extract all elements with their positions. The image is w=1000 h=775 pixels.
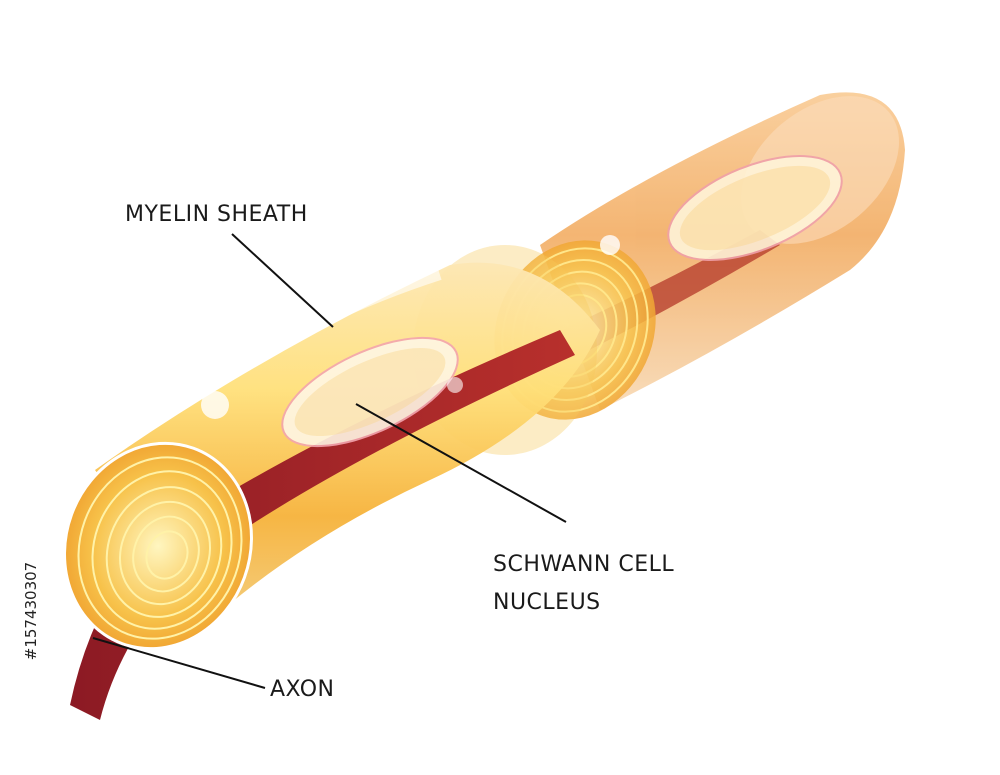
label-myelin-sheath: MYELIN SHEATH <box>125 202 308 227</box>
image-id-text: #157430307 <box>16 540 40 690</box>
label-schwann-cell-nucleus: SCHWANN CELL NUCLEUS <box>493 546 674 622</box>
label-schwann-line1: SCHWANN CELL <box>493 552 675 577</box>
image-id-value: #157430307 <box>22 561 40 661</box>
label-axon: AXON <box>270 677 335 702</box>
leader-line-axon <box>92 637 266 689</box>
schwann-cell-nucleus-right <box>667 154 843 262</box>
highlight-glows <box>201 235 620 419</box>
label-schwann-line2: NUCLEUS <box>493 590 601 615</box>
leader-line-schwann-nucleus <box>355 403 567 523</box>
leader-line-myelin-sheath <box>231 233 334 328</box>
axon <box>70 330 575 720</box>
myelin-end-rings <box>63 441 253 651</box>
schwann-cell-nucleus-left <box>281 336 459 448</box>
